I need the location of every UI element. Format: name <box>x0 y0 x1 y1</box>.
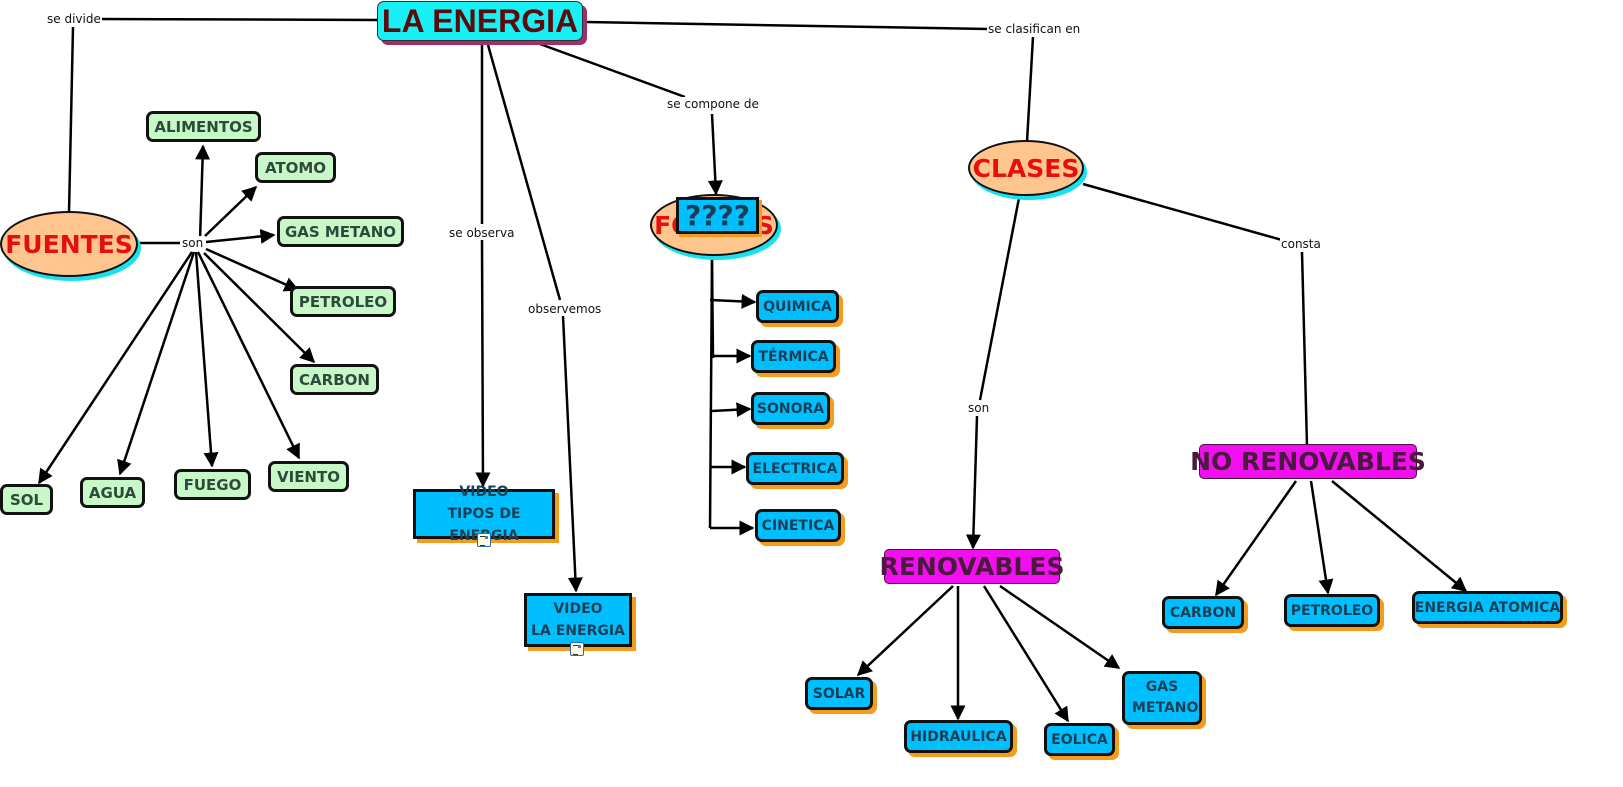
concept-eolica[interactable]: EOLICA <box>1044 723 1115 756</box>
link-label-son-clases: son <box>967 401 991 415</box>
resource-link-icon[interactable] <box>477 533 491 547</box>
concept-carbon-no-renovable[interactable]: CARBON <box>1162 596 1244 629</box>
concept-viento[interactable]: VIENTO <box>268 461 349 492</box>
link-label-se-observa: se observa <box>448 226 516 240</box>
concept-clases[interactable]: CLASES <box>968 140 1084 196</box>
concept-sol[interactable]: SOL <box>0 484 53 515</box>
line-root-sedivide <box>99 17 381 22</box>
overlay-unknown-box[interactable]: ???? <box>676 197 759 234</box>
concept-gas-metano[interactable]: GAS METANO <box>277 216 404 247</box>
line-observemos-video2 <box>561 315 583 593</box>
concept-atomo[interactable]: ATOMO <box>255 152 336 183</box>
concept-video-la-energia[interactable]: VIDEO LA ENERGIA <box>524 593 632 647</box>
gas-metano-text: GAS METANO <box>1132 679 1199 716</box>
concept-sonora[interactable]: SONORA <box>751 392 830 425</box>
link-label-consta: consta <box>1280 237 1322 251</box>
resource-link-icon[interactable] <box>570 642 584 656</box>
concept-petroleo-no-renovable[interactable]: PETROLEO <box>1284 594 1380 627</box>
concept-petroleo[interactable]: PETROLEO <box>290 286 396 317</box>
concept-cinetica[interactable]: CINETICA <box>755 509 841 542</box>
concept-solar[interactable]: SOLAR <box>805 677 873 710</box>
line-observa-video1 <box>475 239 491 488</box>
link-label-se-clasifican-en: se clasifican en <box>987 22 1082 36</box>
video-line1: VIDEO <box>553 601 603 617</box>
concept-quimica[interactable]: QUIMICA <box>756 290 839 323</box>
concept-energia-atomica[interactable]: ENERGIA ATOMICA <box>1412 591 1563 624</box>
concept-no-renovables[interactable]: NO RENOVABLES <box>1190 444 1426 479</box>
concept-la-energia[interactable]: LA ENERGIA <box>377 1 583 41</box>
concept-fuego[interactable]: FUEGO <box>174 469 251 500</box>
line-clasifican-clases <box>1025 36 1035 143</box>
concept-alimentos[interactable]: ALIMENTOS <box>146 111 261 142</box>
line-root-compone <box>539 42 686 99</box>
line-sedivide-fuentes <box>67 26 75 214</box>
video-line2: LA ENERGIA <box>531 623 625 639</box>
concept-video-tipos-de-energia[interactable]: VIDEO TIPOS DE ENERGIA <box>413 484 555 544</box>
link-label-se-compone-de: se compone de <box>666 97 760 111</box>
link-label-son-fuentes: son <box>181 236 205 250</box>
concept-electrica[interactable]: ELECTRICA <box>746 452 844 485</box>
line-compone-formas <box>707 113 723 196</box>
link-label-se-divide: se divide <box>46 12 102 26</box>
concept-carbon[interactable]: CARBON <box>290 364 379 395</box>
link-label-observemos: observemos <box>527 302 603 316</box>
line-root-clasifican <box>585 20 989 31</box>
concept-hidraulica[interactable]: HIDRAULICA <box>904 720 1013 753</box>
line-root-observemos <box>486 44 562 301</box>
concept-agua[interactable]: AGUA <box>80 477 145 508</box>
concept-fuentes[interactable]: FUENTES <box>0 211 138 277</box>
video-line1: VIDEO <box>459 484 509 500</box>
concept-gas-metano-renovable[interactable]: GAS METANO <box>1122 671 1202 725</box>
concept-termica[interactable]: TÉRMICA <box>751 340 836 373</box>
concept-renovables[interactable]: RENOVABLES <box>880 549 1064 584</box>
